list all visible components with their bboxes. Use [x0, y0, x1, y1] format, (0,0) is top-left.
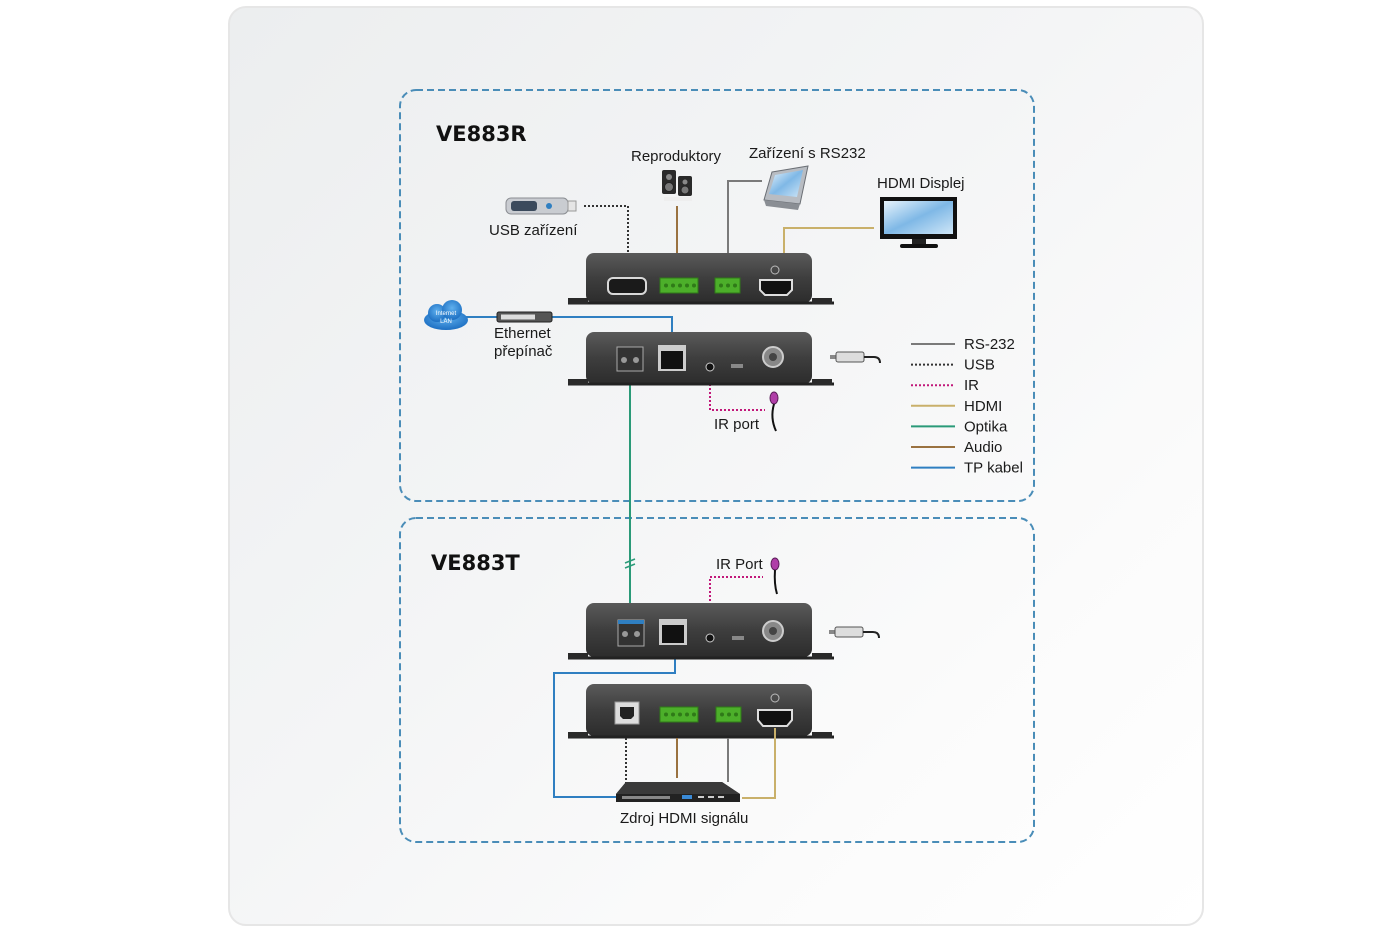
hdmi-out-port	[759, 279, 793, 296]
receiver-unit-av-panel	[568, 253, 834, 305]
legend-label: IR	[964, 377, 979, 394]
fiber-break-mark	[624, 558, 636, 569]
ir-port-label-transmitter: IR Port	[716, 556, 764, 573]
ethernet-switch-icon	[496, 311, 553, 323]
usb-device-label: USB zařízení	[489, 222, 578, 239]
hdmi-source-label: Zdroj HDMI signálu	[620, 810, 748, 827]
legend-label: TP kabel	[964, 460, 1023, 477]
power-plug-icon	[830, 351, 881, 364]
transmitter-zone	[399, 517, 1035, 843]
ethernet-switch-label-line2: přepínač	[494, 343, 553, 360]
tp-cable-source	[553, 640, 676, 798]
legend-item: RS-232	[911, 336, 1015, 353]
speakers-icon	[662, 170, 692, 201]
transmitter-model-title: VE883T	[431, 551, 520, 575]
hdmi-display-label: HDMI Displej	[877, 175, 965, 192]
ir-jack	[705, 633, 715, 643]
hdmi-cable-source	[742, 728, 776, 799]
legend-item: Audio	[911, 439, 1002, 456]
legend-label: RS-232	[964, 336, 1015, 353]
hdmi-display-icon	[880, 197, 957, 248]
cloud-label-line1: Internet	[436, 311, 457, 317]
legend-label: Audio	[964, 439, 1002, 456]
hdmi-in-port	[757, 709, 793, 727]
rs232-device-icon	[763, 165, 809, 210]
power-plug-icon	[829, 626, 880, 639]
legend-label: Optika	[964, 418, 1008, 435]
rs232-cable	[727, 180, 762, 278]
transmitter-unit-network-panel	[568, 603, 834, 660]
ethernet-switch-label-line1: Ethernet	[494, 325, 552, 342]
legend-item: USB	[911, 357, 995, 374]
fiber-port	[616, 346, 644, 372]
receiver-model-title: VE883R	[436, 122, 527, 146]
cloud-label-line2: LAN	[440, 319, 452, 325]
hdmi-source-icon	[616, 782, 740, 802]
legend-label: USB	[964, 357, 995, 374]
rs232-device-label: Zařízení s RS232	[749, 145, 866, 162]
ir-receiver-sensor-icon	[769, 391, 779, 432]
diagram-frame	[228, 6, 1204, 926]
ir-port-label-receiver: IR port	[714, 416, 760, 433]
transmitter-unit-av-panel	[568, 684, 834, 739]
usb-cable	[584, 205, 629, 262]
internet-cloud-icon: Internet LAN	[424, 300, 468, 330]
usb-device-icon	[505, 197, 577, 215]
ir-transmitter-sensor-icon	[770, 557, 780, 595]
usb-a-port	[607, 277, 647, 295]
legend-item: IR	[911, 377, 979, 394]
speakers-label: Reproduktory	[631, 148, 722, 165]
receiver-zone	[399, 89, 1035, 502]
legend-label: HDMI	[964, 398, 1002, 415]
legend-item: TP kabel	[911, 460, 1023, 477]
receiver-unit-network-panel	[568, 332, 834, 386]
legend-item: HDMI	[911, 398, 1002, 415]
legend-item: Optika	[911, 418, 1008, 435]
ir-jack	[705, 362, 715, 372]
